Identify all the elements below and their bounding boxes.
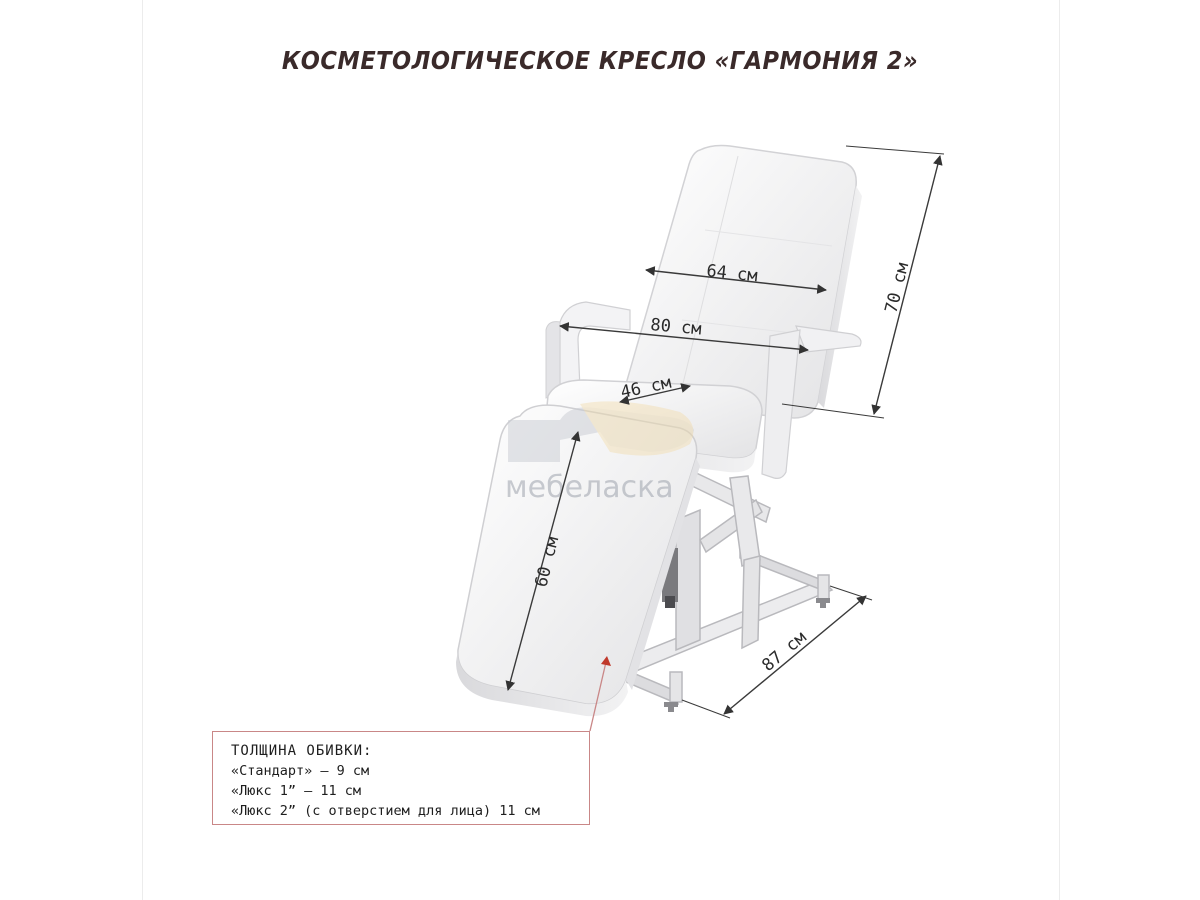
right-armrest [761, 325, 862, 479]
callout-connector [589, 656, 611, 732]
page-title: КОСМЕТОЛОГИЧЕСКОЕ КРЕСЛО «ГАРМОНИЯ 2» [281, 46, 919, 75]
upholstery-option-lux1: «Люкс 1” – 11 см [231, 783, 362, 799]
cylinder-rod [665, 596, 675, 608]
dimension-lines [505, 145, 945, 719]
upholstery-heading: ТОЛЩИНА ОБИВКИ: [231, 743, 373, 759]
dimension-87: 87 см [758, 628, 810, 676]
upholstery-option-standard: «Стандарт» – 9 см [231, 763, 370, 779]
upholstery-option-lux2: «Люкс 2” (с отверстием для лица) 11 см [231, 803, 540, 819]
dimension-70: 70 см [881, 261, 913, 316]
dimension-80: 80 см [650, 315, 703, 339]
upholstery-note: ТОЛЩИНА ОБИВКИ: «Стандарт» – 9 см «Люкс … [212, 731, 590, 825]
watermark-text: мебеласка [505, 470, 674, 505]
